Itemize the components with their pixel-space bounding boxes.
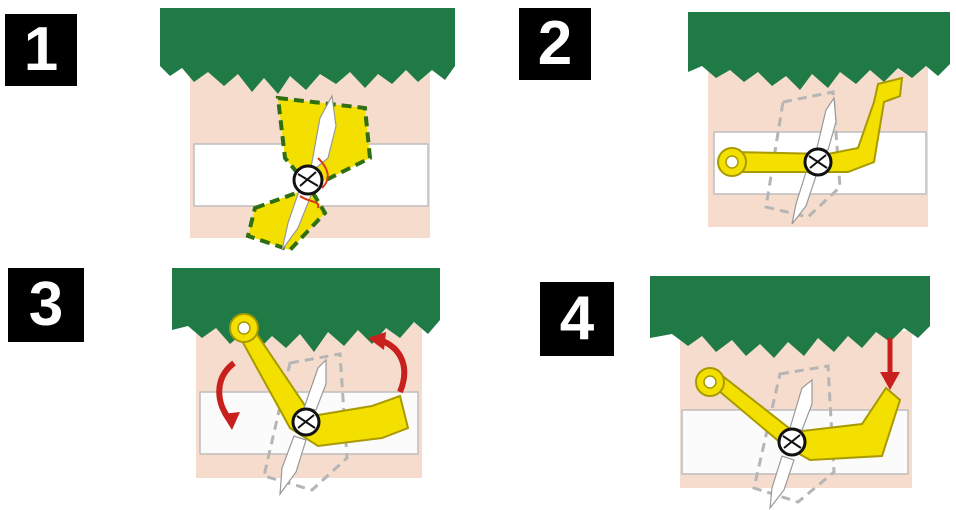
gauze-knot-icon (777, 427, 807, 457)
yellow-clip-icon (229, 313, 410, 448)
dashed-outline (764, 90, 842, 219)
hair-top (688, 12, 950, 90)
dashed-outline (262, 352, 349, 492)
step-2-badge: 2 (519, 8, 591, 80)
step-1-badge: 1 (5, 14, 77, 86)
hair-top (650, 276, 930, 358)
yellow-clip-icon (717, 76, 904, 177)
step-4-number: 4 (559, 284, 595, 353)
press-down-arrow-icon (880, 338, 900, 390)
step-2-number: 2 (537, 9, 573, 78)
gauze-upper (309, 94, 337, 175)
step-4-badge: 4 (540, 282, 614, 356)
step-3-number: 3 (28, 270, 64, 339)
gauze-upper (789, 378, 813, 431)
rotate-arrow-icon (368, 332, 408, 394)
gauze-knot-icon (292, 164, 324, 196)
step-3-badge: 3 (8, 268, 84, 342)
gauze-upper (303, 358, 327, 411)
step-4-illustration (650, 276, 930, 510)
step-3-illustration (172, 268, 440, 497)
step-2-illustration (688, 12, 950, 227)
gauze-lower (279, 435, 307, 497)
red-thread (299, 157, 329, 209)
gauze-knot-icon (291, 407, 321, 437)
gauze-lower (769, 455, 795, 510)
step-1-illustration (160, 8, 455, 253)
step-1-number: 1 (23, 15, 59, 84)
rotate-arrow-icon (216, 360, 240, 430)
gauze-knot-icon (803, 147, 833, 177)
hair-top (160, 8, 455, 94)
